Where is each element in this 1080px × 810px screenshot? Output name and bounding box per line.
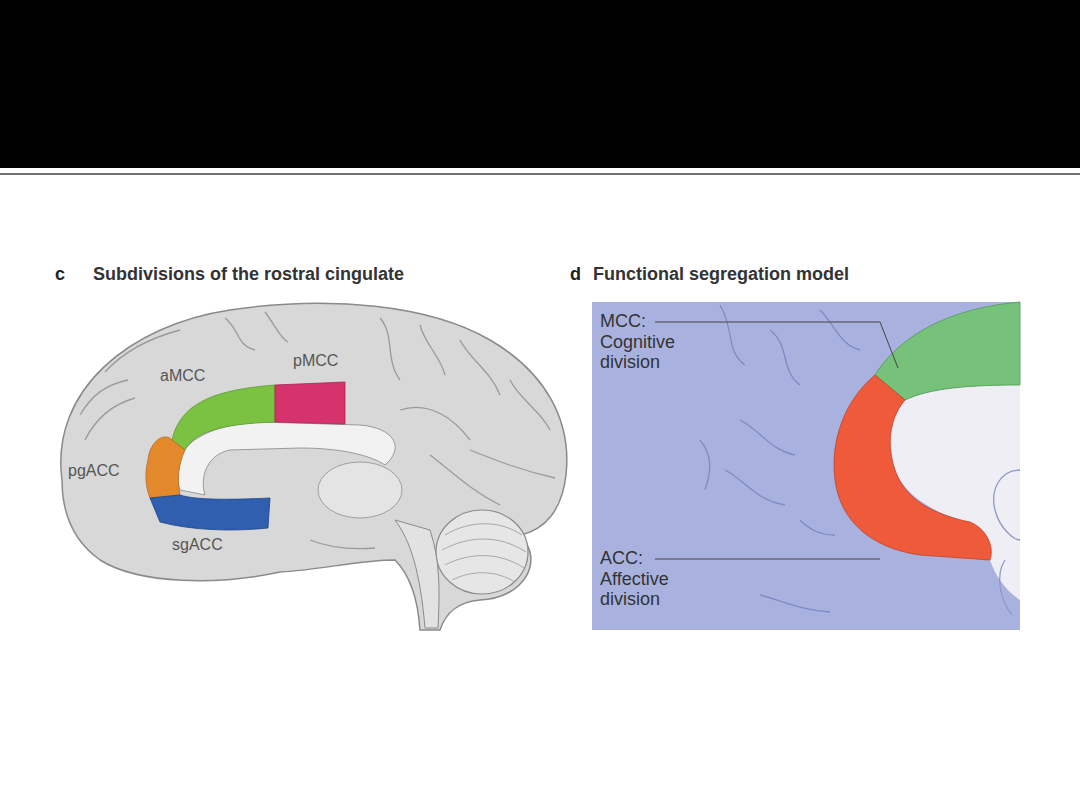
header-bar — [0, 0, 1080, 168]
pmcc-region — [275, 382, 345, 424]
rule-line — [0, 173, 1080, 175]
region-label: aMCC — [160, 367, 205, 385]
brain-sagittal — [61, 303, 567, 630]
panel-letter: c — [55, 264, 65, 285]
pgacc-region — [146, 437, 185, 498]
panel-letter: d — [570, 264, 581, 285]
corpus-callosum — [177, 422, 396, 495]
sgacc-region — [150, 495, 270, 530]
mcc-band — [875, 302, 1020, 400]
region-label: sgACC — [172, 536, 223, 554]
thalamus — [318, 462, 402, 518]
panel-title: Subdivisions of the rostral cingulate — [93, 264, 404, 285]
panel-title: Functional segregation model — [593, 264, 849, 285]
corpus-callosum — [890, 385, 1020, 600]
segregation-model — [592, 302, 1020, 630]
division-label: MCC: Cognitive division — [600, 311, 695, 373]
brain-ground — [592, 302, 1020, 630]
brainstem — [395, 520, 439, 628]
amcc-region — [172, 385, 275, 450]
hippocampus-line — [1000, 560, 1012, 615]
acc-band — [834, 375, 991, 560]
brain-outline — [61, 303, 567, 630]
cerebellum — [436, 510, 528, 594]
leader-line — [655, 559, 880, 560]
leader-line — [655, 322, 898, 368]
region-label: pgACC — [68, 462, 120, 480]
region-label: pMCC — [293, 352, 338, 370]
ventricle-line — [994, 470, 1020, 540]
division-label: ACC: Affective division — [600, 548, 695, 610]
